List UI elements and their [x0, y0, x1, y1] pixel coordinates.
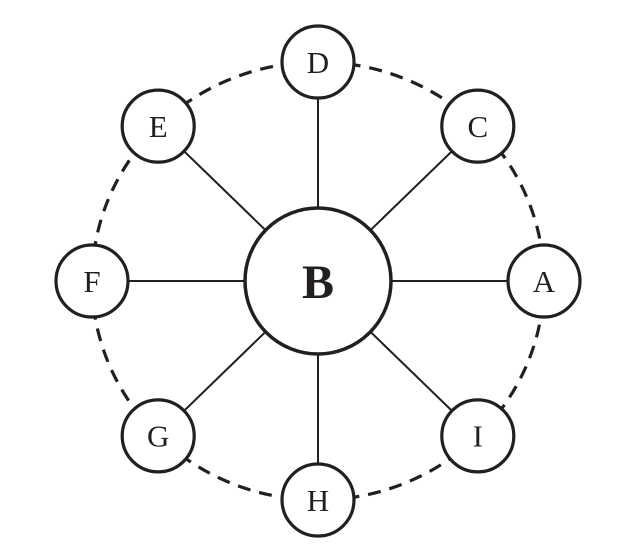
node-F: F [54, 243, 130, 319]
node-H: H [280, 462, 356, 538]
node-B-label: B [302, 256, 334, 309]
node-C-circle [440, 88, 516, 164]
node-I-circle [440, 398, 516, 474]
node-D-circle [280, 24, 356, 100]
node-B-circle [243, 206, 393, 356]
node-A-label: A [533, 264, 556, 299]
node-A: A [506, 243, 582, 319]
node-G: G [120, 398, 196, 474]
node-D: D [280, 24, 356, 100]
node-H-circle [280, 462, 356, 538]
node-G-label: G [147, 419, 169, 454]
node-C-label: C [467, 109, 488, 144]
node-E-label: E [149, 109, 168, 144]
node-H-label: H [307, 483, 329, 518]
node-B: B [243, 206, 393, 356]
node-E-circle [120, 88, 196, 164]
node-I-label: I [473, 419, 483, 454]
node-E: E [120, 88, 196, 164]
node-F-label: F [83, 264, 100, 299]
node-D-label: D [307, 45, 329, 80]
node-G-circle [120, 398, 196, 474]
node-F-circle [54, 243, 130, 319]
node-A-circle [506, 243, 582, 319]
node-I: I [440, 398, 516, 474]
node-C: C [440, 88, 516, 164]
